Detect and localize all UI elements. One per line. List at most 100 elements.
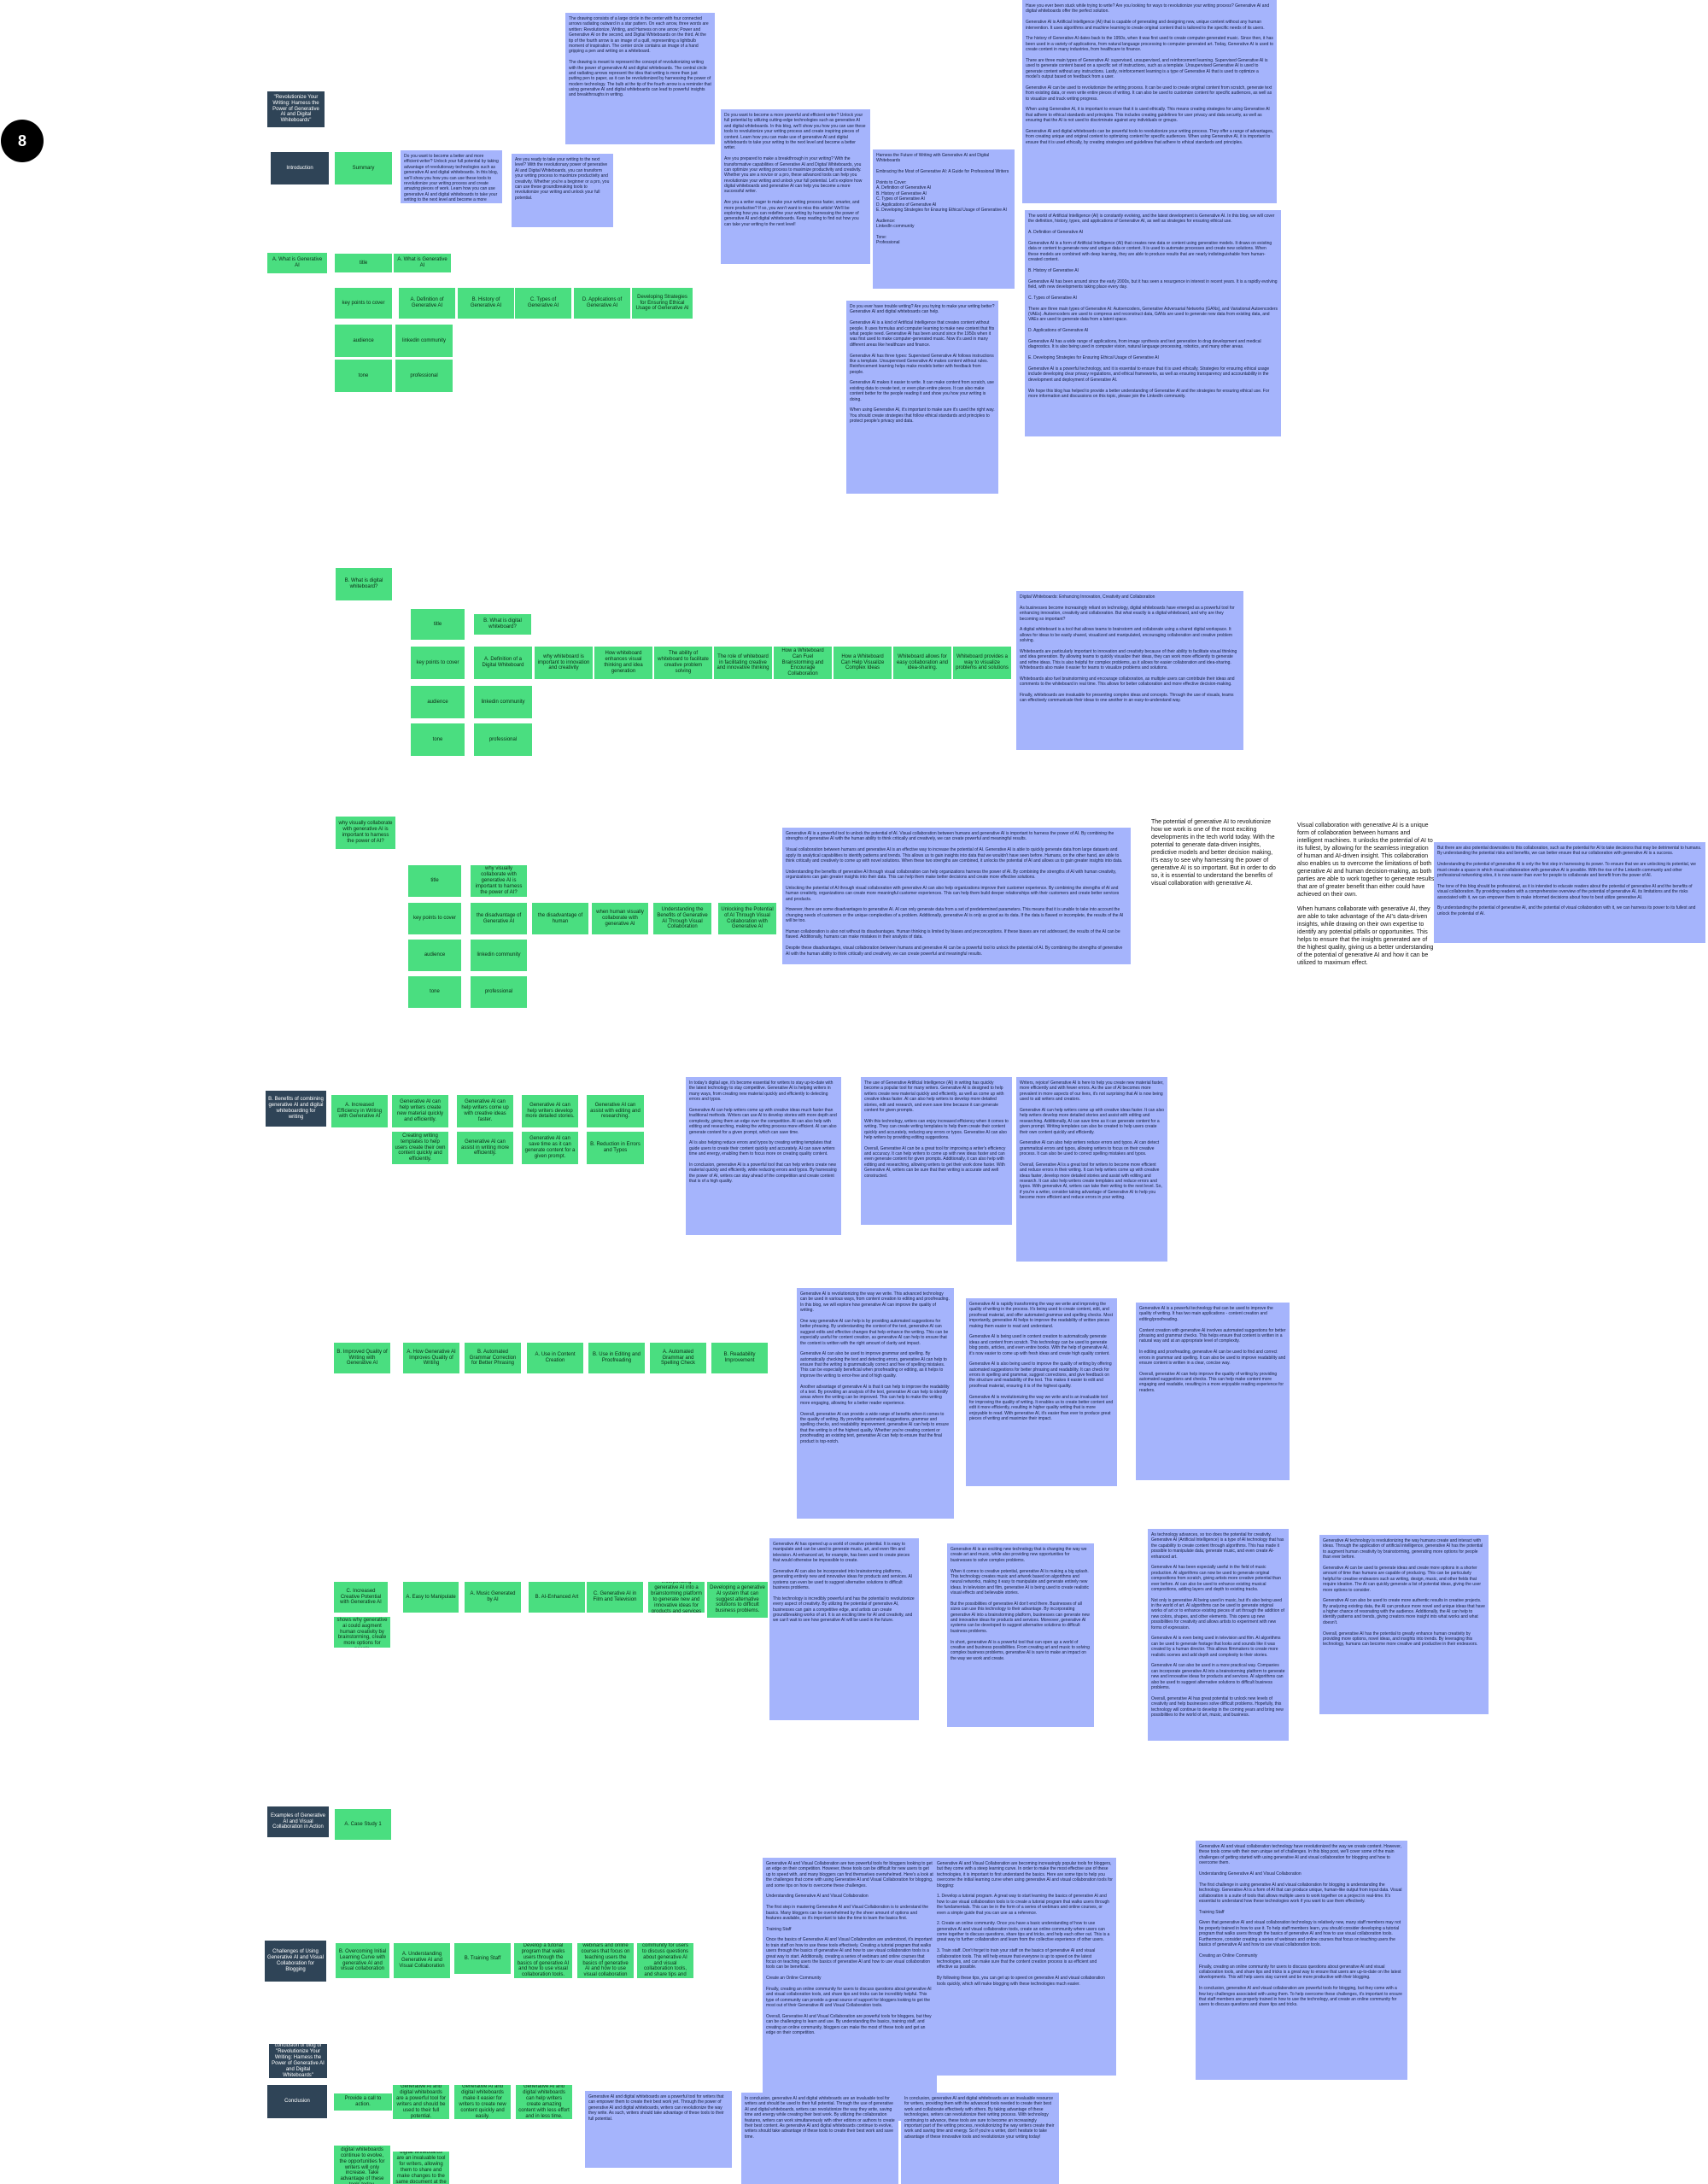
generated-text-block[interactable]: Generative AI and digital whiteboards ar… [585,2091,732,2168]
sticky-note[interactable]: key points to cover [411,647,465,679]
generated-text-block[interactable]: Have you ever been stuck while trying to… [1022,0,1277,203]
sticky-note[interactable]: Generative AI and digital whiteboards ma… [454,2085,511,2119]
sticky-note[interactable]: How a Whiteboard Can Help Visualize Comp… [834,647,892,679]
section-header-card[interactable]: conclusion of blog of "Revolutionize You… [269,2044,327,2078]
sticky-note[interactable]: tone [411,723,465,756]
sticky-note[interactable]: A. Music Generated by AI [465,1582,521,1613]
sticky-note[interactable]: Provide a call to action. [334,2093,392,2111]
sticky-note[interactable]: A. Easy to Manipulate [403,1582,459,1613]
sticky-note[interactable]: Generative AI can assist in writing more… [457,1132,513,1164]
sticky-note[interactable]: audience [411,686,465,718]
sticky-note[interactable]: C. Increased Creative Potential with Gen… [334,1582,388,1613]
section-header-card[interactable]: Challenges of Using Generative AI and Vi… [265,1941,326,1982]
sticky-note[interactable]: Incorporating generative AI into a brain… [648,1582,705,1613]
sticky-note[interactable]: Generative AI can help writers create ne… [392,1095,448,1127]
sticky-note[interactable]: audience [408,940,461,971]
generated-text-block[interactable]: Generative AI is an exciting new technol… [947,1543,1094,1727]
sticky-note[interactable]: linkedin community [474,686,532,718]
sticky-note[interactable]: linkedin community [471,940,527,971]
generated-text-block[interactable]: Generative AI is rapidly transforming th… [966,1298,1117,1486]
generated-text-block[interactable]: Are you ready to take your writing to th… [512,154,613,227]
generated-text-block[interactable]: Do you want to become a better and more … [401,150,502,203]
sticky-note[interactable]: C. Generative AI in Film and Television [587,1582,643,1613]
section-header-card[interactable]: Examples of Generative AI and Visual Col… [267,1806,329,1837]
sticky-note[interactable]: Develop a tutorial program that walks us… [514,1943,572,1978]
sticky-note[interactable]: Whiteboard provides a way to visualize p… [953,647,1011,679]
sticky-note[interactable]: why whiteboard is important to innovatio… [535,647,593,679]
sticky-note[interactable]: D. Applications of Generative AI [574,288,630,319]
sticky-note[interactable]: title [411,609,465,640]
sticky-note[interactable]: A. Understanding Generative AI and Visua… [394,1943,450,1978]
sticky-note[interactable]: Creating writing templates to help users… [392,1132,448,1164]
sticky-note[interactable]: Developing a generative AI system that c… [707,1582,768,1618]
sticky-note[interactable]: Summary [335,152,392,184]
sticky-note[interactable]: write a paragraph that shows why generat… [334,1617,390,1648]
sticky-note[interactable]: A. Definition of Generative AI [399,288,455,319]
generated-text-block[interactable]: Generative AI technology is revolutioniz… [1319,1535,1489,1714]
generated-text-block[interactable]: Generative AI is a powerful technology t… [1136,1303,1290,1480]
section-header-card[interactable]: Introduction [271,152,329,184]
generated-text-block[interactable]: In conclusion, generative AI and digital… [901,2093,1059,2184]
section-header-card[interactable]: "Revolutionize Your Writing: Harness the… [267,91,325,127]
sticky-note[interactable]: How a Whiteboard Can Fuel Brainstorming … [774,647,832,679]
section-header-card[interactable]: B. Benefits of combining generative AI a… [266,1091,326,1127]
sticky-note[interactable]: professional [471,976,527,1008]
generated-text-block[interactable]: The drawing consists of a large circle i… [565,13,715,144]
sticky-note[interactable]: title [335,254,392,272]
sticky-note[interactable]: linkedin community [395,325,453,357]
text-note[interactable]: Visual collaboration with generative AI … [1297,823,1435,967]
sticky-note[interactable]: A. Increased Efficiency in Writing with … [331,1095,388,1127]
generated-text-block[interactable]: As technology advances, so too does the … [1148,1529,1289,1741]
generated-text-block[interactable]: Generative AI and Visual Collaboration a… [933,1858,1116,2076]
sticky-note[interactable]: Generative AI and digital whiteboards ar… [393,2085,449,2119]
generated-text-block[interactable]: Digital Whiteboards: Enhancing Innovatio… [1016,591,1243,750]
sticky-note[interactable]: As generative AI and digital whiteboards… [334,2146,390,2184]
generated-text-block[interactable]: But there are also potential downsides t… [1434,842,1705,943]
sticky-note[interactable]: when human visually collaborate with gen… [592,903,648,934]
section-header-card[interactable]: Conclusion [267,2085,327,2118]
sticky-note[interactable]: C. Types of Generative AI [515,288,571,319]
generated-text-block[interactable]: Generative AI and Visual Collaboration a… [763,1858,937,2121]
sticky-note[interactable]: B. Reduction in Errors and Typos [587,1132,644,1164]
sticky-note[interactable]: Developing Strategies for Ensuring Ethic… [632,288,693,319]
sticky-note[interactable]: Generative AI can help writers come up w… [457,1095,513,1127]
sticky-note[interactable]: Whiteboard allows for easy collaboration… [893,647,951,679]
sticky-note[interactable]: key points to cover [408,903,461,934]
sticky-note[interactable]: Generative AI can save time as it can ge… [522,1132,578,1164]
generated-text-block[interactable]: The use of Generative Artificial Intelli… [861,1077,1012,1225]
generated-text-block[interactable]: Generative AI has opened up a world of c… [769,1538,919,1720]
sticky-note[interactable]: A. How Generative AI Improves Quality of… [403,1343,459,1373]
sticky-note[interactable]: Generative AI and digital whiteboards ar… [393,2152,449,2184]
sticky-note[interactable]: A. Case Study 1 [335,1809,391,1840]
sticky-note[interactable]: A. Automated Grammar and Spelling Check [650,1343,706,1373]
sticky-note[interactable]: How whiteboard enhances visual thinking … [594,647,652,679]
generated-text-block[interactable]: In today's digital age, it's become esse… [686,1077,841,1235]
sticky-note[interactable]: B. What is digital whiteboard? [336,568,392,600]
sticky-note[interactable]: Unlocking the Potential of AI Through Vi… [718,903,776,934]
sticky-note[interactable]: Create an online community for users to … [637,1943,693,1978]
sticky-note[interactable]: key points to cover [335,288,392,319]
sticky-note[interactable]: The role of whiteboard in facilitating c… [714,647,772,679]
generated-text-block[interactable]: Writers, rejoice! Generative AI is here … [1016,1077,1167,1262]
sticky-note[interactable]: professional [395,360,453,392]
sticky-note[interactable]: title [408,865,461,897]
sticky-note[interactable]: A. What is Generative AI [267,253,327,273]
sticky-note[interactable]: B. Readability Improvement [711,1343,768,1373]
text-note[interactable]: The potential of generative AI to revolu… [1151,819,1278,887]
sticky-note[interactable]: Understanding the Benefits of Generative… [653,903,711,934]
sticky-note[interactable]: A. What is Generative AI [394,254,451,272]
sticky-note[interactable]: the disadvantage of Generative AI [471,903,527,934]
sticky-note[interactable]: Generative AI and digital whiteboards ca… [516,2085,572,2119]
sticky-note[interactable]: A. Definition of a Digital Whiteboard [474,647,532,679]
sticky-note[interactable]: B. What is digital whiteboard? [474,614,531,635]
sticky-note[interactable]: audience [335,325,392,357]
sticky-note[interactable]: professional [474,723,532,756]
generated-text-block[interactable]: Generative AI is a powerful tool to unlo… [782,828,1131,964]
sticky-note[interactable]: B. Use in Editing and Proofreading [588,1343,645,1373]
sticky-note[interactable]: why visually collaborate with generative… [471,865,527,897]
sticky-note[interactable]: tone [335,360,392,392]
sticky-note[interactable]: The ability of whiteboard to facilitate … [654,647,712,679]
sticky-note[interactable]: why visually collaborate with generative… [336,817,395,849]
sticky-note[interactable]: tone [408,976,461,1008]
